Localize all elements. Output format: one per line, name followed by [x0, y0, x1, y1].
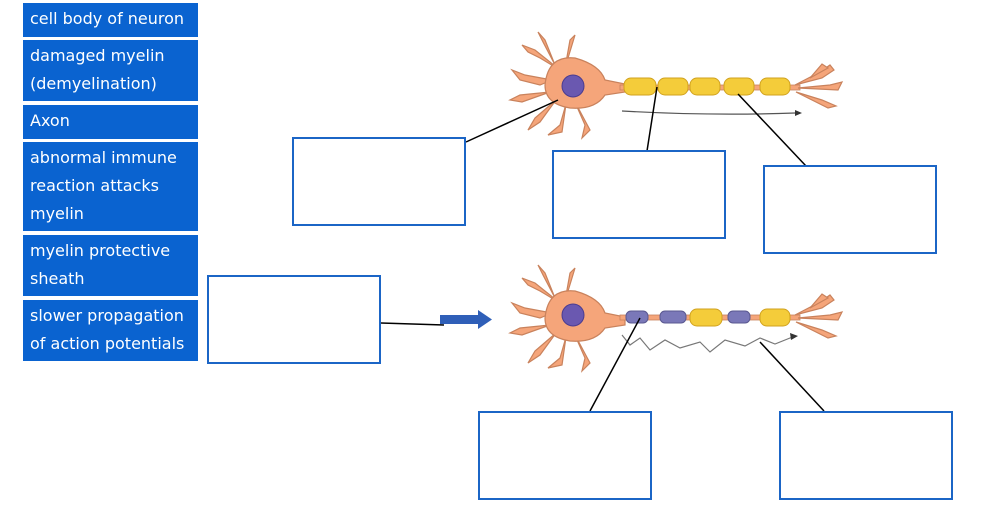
transition-arrow [440, 310, 492, 329]
connector-lines [380, 86, 825, 412]
label-tile-myelin-sheath[interactable]: myelin protective sheath [23, 235, 198, 296]
label-tile-cell-body[interactable]: cell body of neuron [23, 3, 198, 37]
drop-zone-bottom-right[interactable] [779, 411, 953, 500]
label-tile-damaged-myelin[interactable]: damaged myelin (demyelination) [23, 40, 198, 101]
drop-zone-top-right[interactable] [763, 165, 937, 254]
drop-zone-top-left[interactable] [292, 137, 466, 226]
label-tile-axon[interactable]: Axon [23, 105, 198, 139]
top-nucleus [561, 74, 585, 98]
healthy-neuron [508, 31, 844, 140]
bottom-cell-body [544, 290, 626, 342]
label-tile-slower-propagation[interactable]: slower propagation of action potentials [23, 300, 198, 361]
bottom-nucleus [561, 303, 585, 327]
damaged-neuron [508, 264, 844, 373]
drop-zone-middle-left[interactable] [207, 275, 381, 364]
drop-zone-bottom-left[interactable] [478, 411, 652, 500]
drop-zone-top-middle[interactable] [552, 150, 726, 239]
label-tile-immune-reaction[interactable]: abnormal immune reaction attacks myelin [23, 142, 198, 231]
